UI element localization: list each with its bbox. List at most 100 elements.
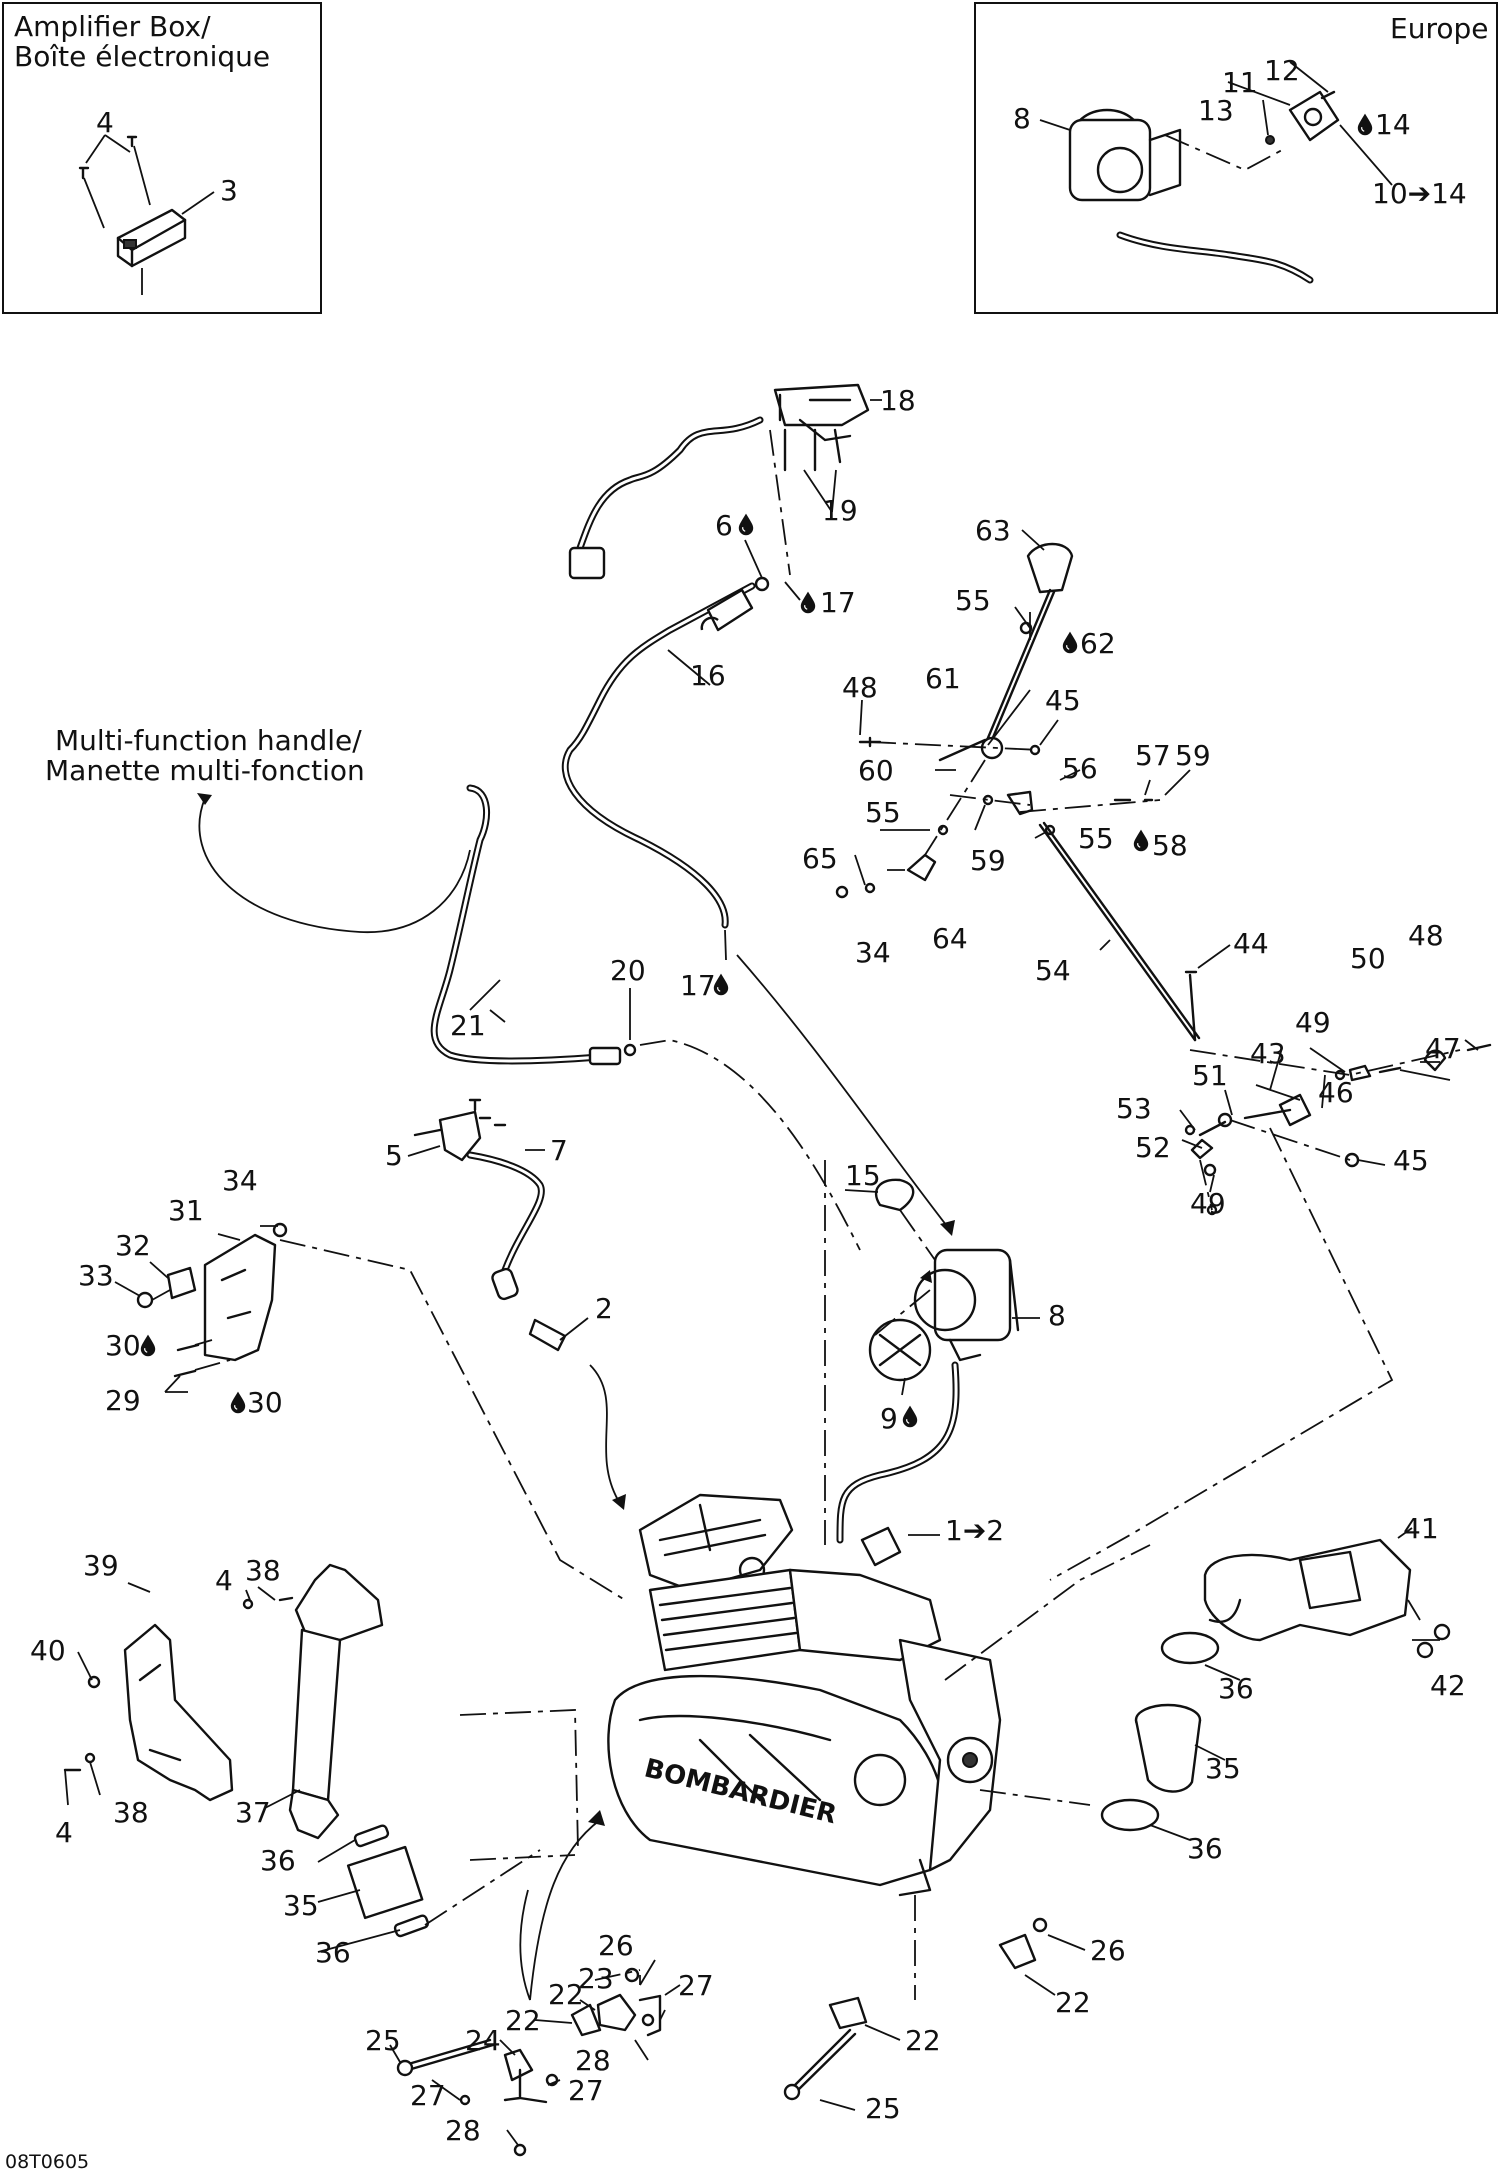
callout-13: 13 (1198, 94, 1234, 127)
starter-cap (860, 1526, 902, 1567)
callout-40: 40 (30, 1634, 66, 1667)
engine-mounts (396, 1917, 1048, 2157)
europe-carburetor (1068, 108, 1314, 284)
amplifier-box-subtitle: Boîte électronique (14, 40, 270, 73)
callout-62: 62 (1080, 627, 1116, 660)
amplifier-box-inset: Amplifier Box/ Boîte électronique 4 3 (2, 2, 322, 314)
callout-23: 23 (578, 1962, 614, 1995)
amplifier-box-frame (2, 2, 322, 314)
engine-mount-bracket (136, 1222, 288, 1378)
callout-65: 65 (802, 842, 838, 875)
callout-31: 31 (168, 1194, 204, 1227)
bolt-44 (1184, 970, 1198, 1042)
cable-end (588, 1046, 622, 1066)
callout-17a: 17 (820, 586, 856, 619)
callout-64: 64 (932, 922, 968, 955)
callout-57: 57 (1135, 739, 1171, 772)
gearbox (898, 1638, 1002, 1872)
callout-41: 41 (1403, 1512, 1439, 1545)
callout-43: 43 (1250, 1037, 1286, 1070)
callout-61: 61 (925, 662, 961, 695)
oil-drop-icon (1062, 630, 1078, 654)
engine: BOMBARDIER (607, 1493, 1002, 1897)
callout-52: 52 (1135, 1131, 1171, 1164)
callout-10: 10➔14 (1372, 177, 1467, 210)
callout-28b: 28 (445, 2114, 481, 2147)
callout-33: 33 (78, 1259, 114, 1292)
callout-8a: 8 (1013, 102, 1031, 135)
callout-4b: 4 (215, 1564, 233, 1597)
callout-34b: 34 (222, 1164, 258, 1197)
callout-1: 1➔2 (945, 1514, 1004, 1547)
callout-30a: 30 (105, 1329, 141, 1362)
callout-51: 51 (1192, 1059, 1228, 1092)
shift-knob (1026, 542, 1074, 594)
callout-21: 21 (450, 1009, 486, 1042)
oil-drop-icon (1133, 828, 1149, 852)
linkage-rod (1038, 823, 1197, 1042)
callout-5: 5 (385, 1139, 403, 1172)
callout-54: 54 (1035, 954, 1071, 987)
europe-cover-plate (1265, 90, 1340, 145)
callout-46: 46 (1318, 1076, 1354, 1109)
callout-49a: 49 (1295, 1006, 1331, 1039)
cable-boot (700, 588, 754, 632)
callout-24: 24 (465, 2024, 501, 2057)
callout-22a: 22 (548, 1978, 584, 2011)
callout-59b: 59 (970, 844, 1006, 877)
amplifier-screws (78, 135, 138, 180)
callout-26a: 26 (598, 1929, 634, 1962)
europe-leaders (1039, 61, 1393, 186)
callout-16: 16 (690, 659, 726, 692)
callout-20: 20 (610, 954, 646, 987)
callout-55a: 55 (955, 584, 991, 617)
rear-linkage (1184, 970, 1492, 1216)
callout-34a: 34 (855, 936, 891, 969)
exhaust-pipe (63, 1563, 384, 1840)
oil-drop-icon (230, 1390, 246, 1414)
callout-22b: 22 (505, 2004, 541, 2037)
oil-drop-icon (140, 1333, 156, 1357)
cable-nut (754, 576, 770, 592)
callout-50: 50 (1350, 942, 1386, 975)
air-intake-silencer (1203, 1538, 1451, 1659)
callout-45b: 45 (1393, 1144, 1429, 1177)
callout-17b: 17 (680, 969, 716, 1002)
cylinder-head (638, 1493, 794, 1592)
crankcase-top (788, 1568, 942, 1662)
callout-63: 63 (975, 514, 1011, 547)
callout-58: 58 (1152, 829, 1188, 862)
callout-45a: 45 (1045, 684, 1081, 717)
switch-cable (576, 416, 764, 552)
heat-shield (87, 1623, 234, 1802)
callout-55c: 55 (1078, 822, 1114, 855)
callout-36d: 36 (1187, 1832, 1223, 1865)
multifunction-label-line2: Manette multi-fonction (45, 754, 365, 787)
callout-22c: 22 (1055, 1986, 1091, 2019)
callout-44: 44 (1233, 927, 1269, 960)
callout-36b: 36 (315, 1936, 351, 1969)
callout-47: 47 (1425, 1032, 1461, 1065)
callout-35b: 35 (1205, 1752, 1241, 1785)
o-ring (623, 1043, 637, 1057)
oil-drop-icon (738, 512, 754, 536)
ignition-coil (413, 1098, 567, 1352)
callout-38a: 38 (245, 1554, 281, 1587)
callout-48b: 48 (1408, 919, 1444, 952)
throttle-switch-assembly: 18 19 (773, 383, 916, 527)
callout-48a: 48 (842, 671, 878, 704)
callout-32: 32 (115, 1229, 151, 1262)
callout-2: 2 (595, 1292, 613, 1325)
amplifier-leaders (85, 134, 215, 215)
multifunction-arrow (198, 797, 471, 933)
callout-38b: 38 (113, 1796, 149, 1829)
callout-49b: 49 (1190, 1187, 1226, 1220)
callout-15: 15 (845, 1159, 881, 1192)
callout-22d: 22 (905, 2024, 941, 2057)
amplifier-box-title: Amplifier Box/ (14, 10, 211, 43)
lever-end (906, 853, 937, 882)
callout-14: 14 (1375, 108, 1411, 141)
callout-26b: 26 (1090, 1934, 1126, 1967)
intake-coupler (1100, 1631, 1220, 1832)
